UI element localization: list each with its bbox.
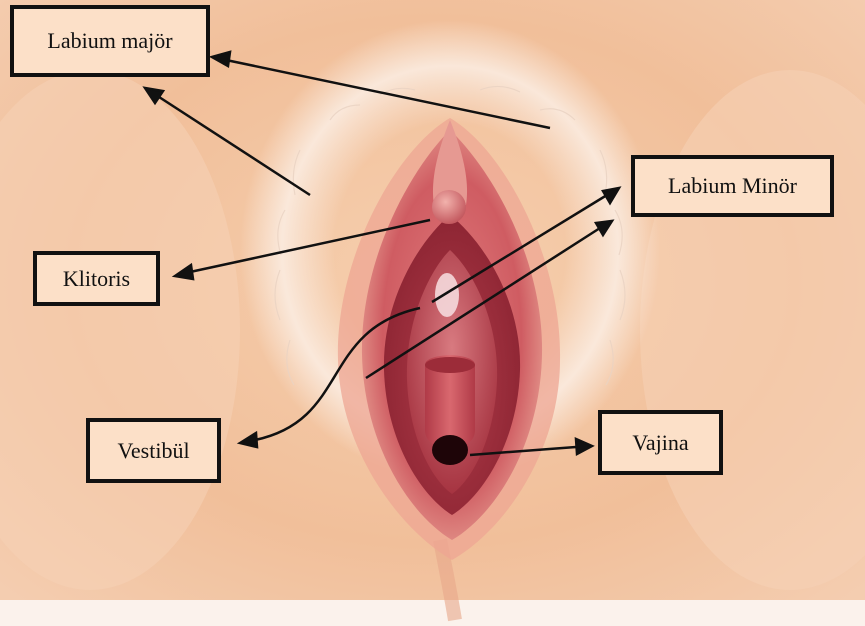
label-labium-major-text: Labium majör bbox=[47, 28, 172, 54]
label-vestibul: Vestibül bbox=[86, 418, 221, 483]
label-labium-minor-text: Labium Minör bbox=[668, 173, 797, 199]
label-klitoris-text: Klitoris bbox=[63, 266, 130, 292]
vaginal-opening bbox=[432, 435, 468, 465]
label-vestibul-text: Vestibül bbox=[117, 438, 189, 464]
clitoris-shape bbox=[432, 190, 466, 224]
label-vajina-text: Vajina bbox=[632, 430, 688, 456]
label-klitoris: Klitoris bbox=[33, 251, 160, 306]
urethra-highlight bbox=[435, 273, 459, 317]
label-labium-major: Labium majör bbox=[10, 5, 210, 77]
label-vajina: Vajina bbox=[598, 410, 723, 475]
canal-top bbox=[425, 357, 475, 373]
label-labium-minor: Labium Minör bbox=[631, 155, 834, 217]
bottom-edge bbox=[0, 600, 865, 626]
